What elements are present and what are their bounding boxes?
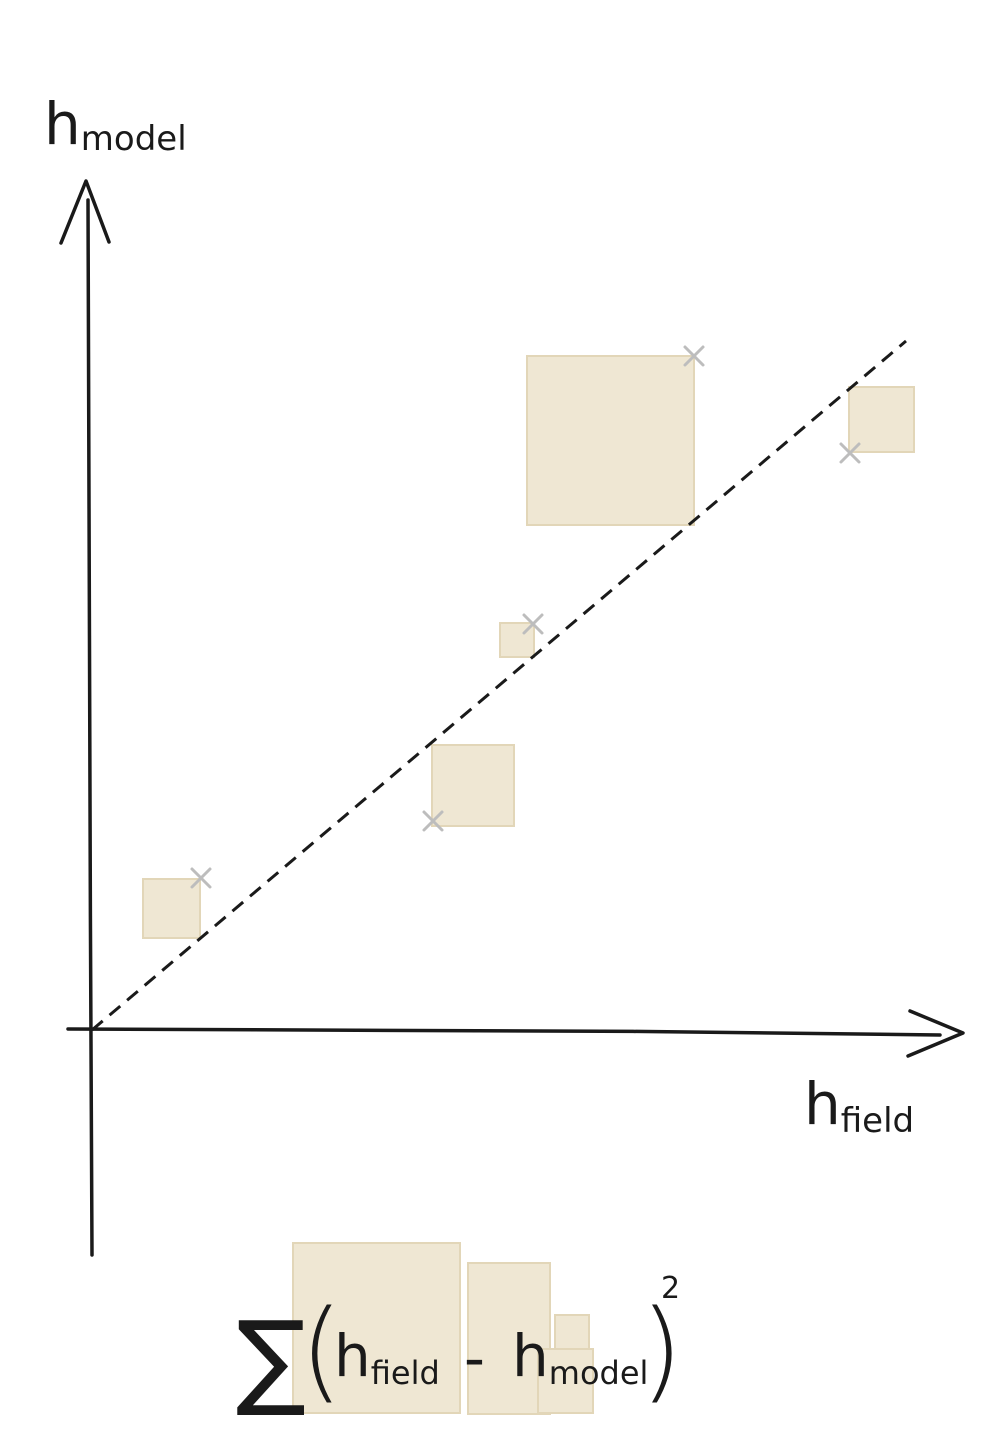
- sum-of-squares-formula: ∑ ( hfield - hmodel ) 2: [236, 1271, 683, 1420]
- formula-term-field-subscript: field: [371, 1354, 440, 1392]
- data-point-1: [190, 867, 212, 889]
- axes: [59, 179, 965, 1257]
- formula-close-paren: ): [640, 1286, 683, 1414]
- x-axis: [66, 1027, 942, 1037]
- x-axis-label: hfield: [804, 1070, 914, 1141]
- formula-square-1: [292, 1242, 461, 1414]
- x-axis-label-subscript: field: [841, 1101, 914, 1141]
- formula-term-model-subscript: model: [549, 1354, 649, 1392]
- residual-square-4: [526, 355, 695, 526]
- formula-term-field: hfield: [334, 1322, 440, 1392]
- y-axis: [86, 198, 94, 1257]
- y-axis-label-subscript: model: [81, 119, 187, 159]
- formula-sigma: ∑: [236, 1298, 306, 1420]
- formula-square-2: [467, 1262, 551, 1415]
- y-axis-arrowhead: [59, 179, 111, 245]
- formula-squares: [292, 1242, 594, 1415]
- x-axis-label-symbol: h: [804, 1070, 841, 1138]
- data-point-3: [522, 613, 544, 635]
- formula-term-model: hmodel: [512, 1322, 648, 1392]
- formula-exponent: 2: [661, 1271, 680, 1306]
- data-point-5: [839, 442, 861, 464]
- data-points: [190, 345, 861, 889]
- residual-square-5: [848, 386, 915, 453]
- x-axis-arrowhead: [906, 1009, 965, 1058]
- formula-term-field-symbol: h: [334, 1322, 371, 1390]
- formula-minus: -: [464, 1324, 485, 1392]
- residual-squares: [142, 355, 915, 939]
- fit-line: [91, 339, 907, 1032]
- y-axis-label: hmodel: [44, 90, 187, 159]
- formula-square-4: [537, 1348, 594, 1414]
- formula-open-paren: (: [300, 1286, 343, 1414]
- data-point-2: [422, 810, 444, 832]
- formula-term-model-symbol: h: [512, 1322, 549, 1390]
- y-axis-label-symbol: h: [44, 90, 81, 158]
- residual-square-2: [431, 744, 515, 827]
- formula-square-3: [554, 1314, 590, 1350]
- residual-square-1: [142, 878, 201, 939]
- data-point-4: [683, 345, 705, 367]
